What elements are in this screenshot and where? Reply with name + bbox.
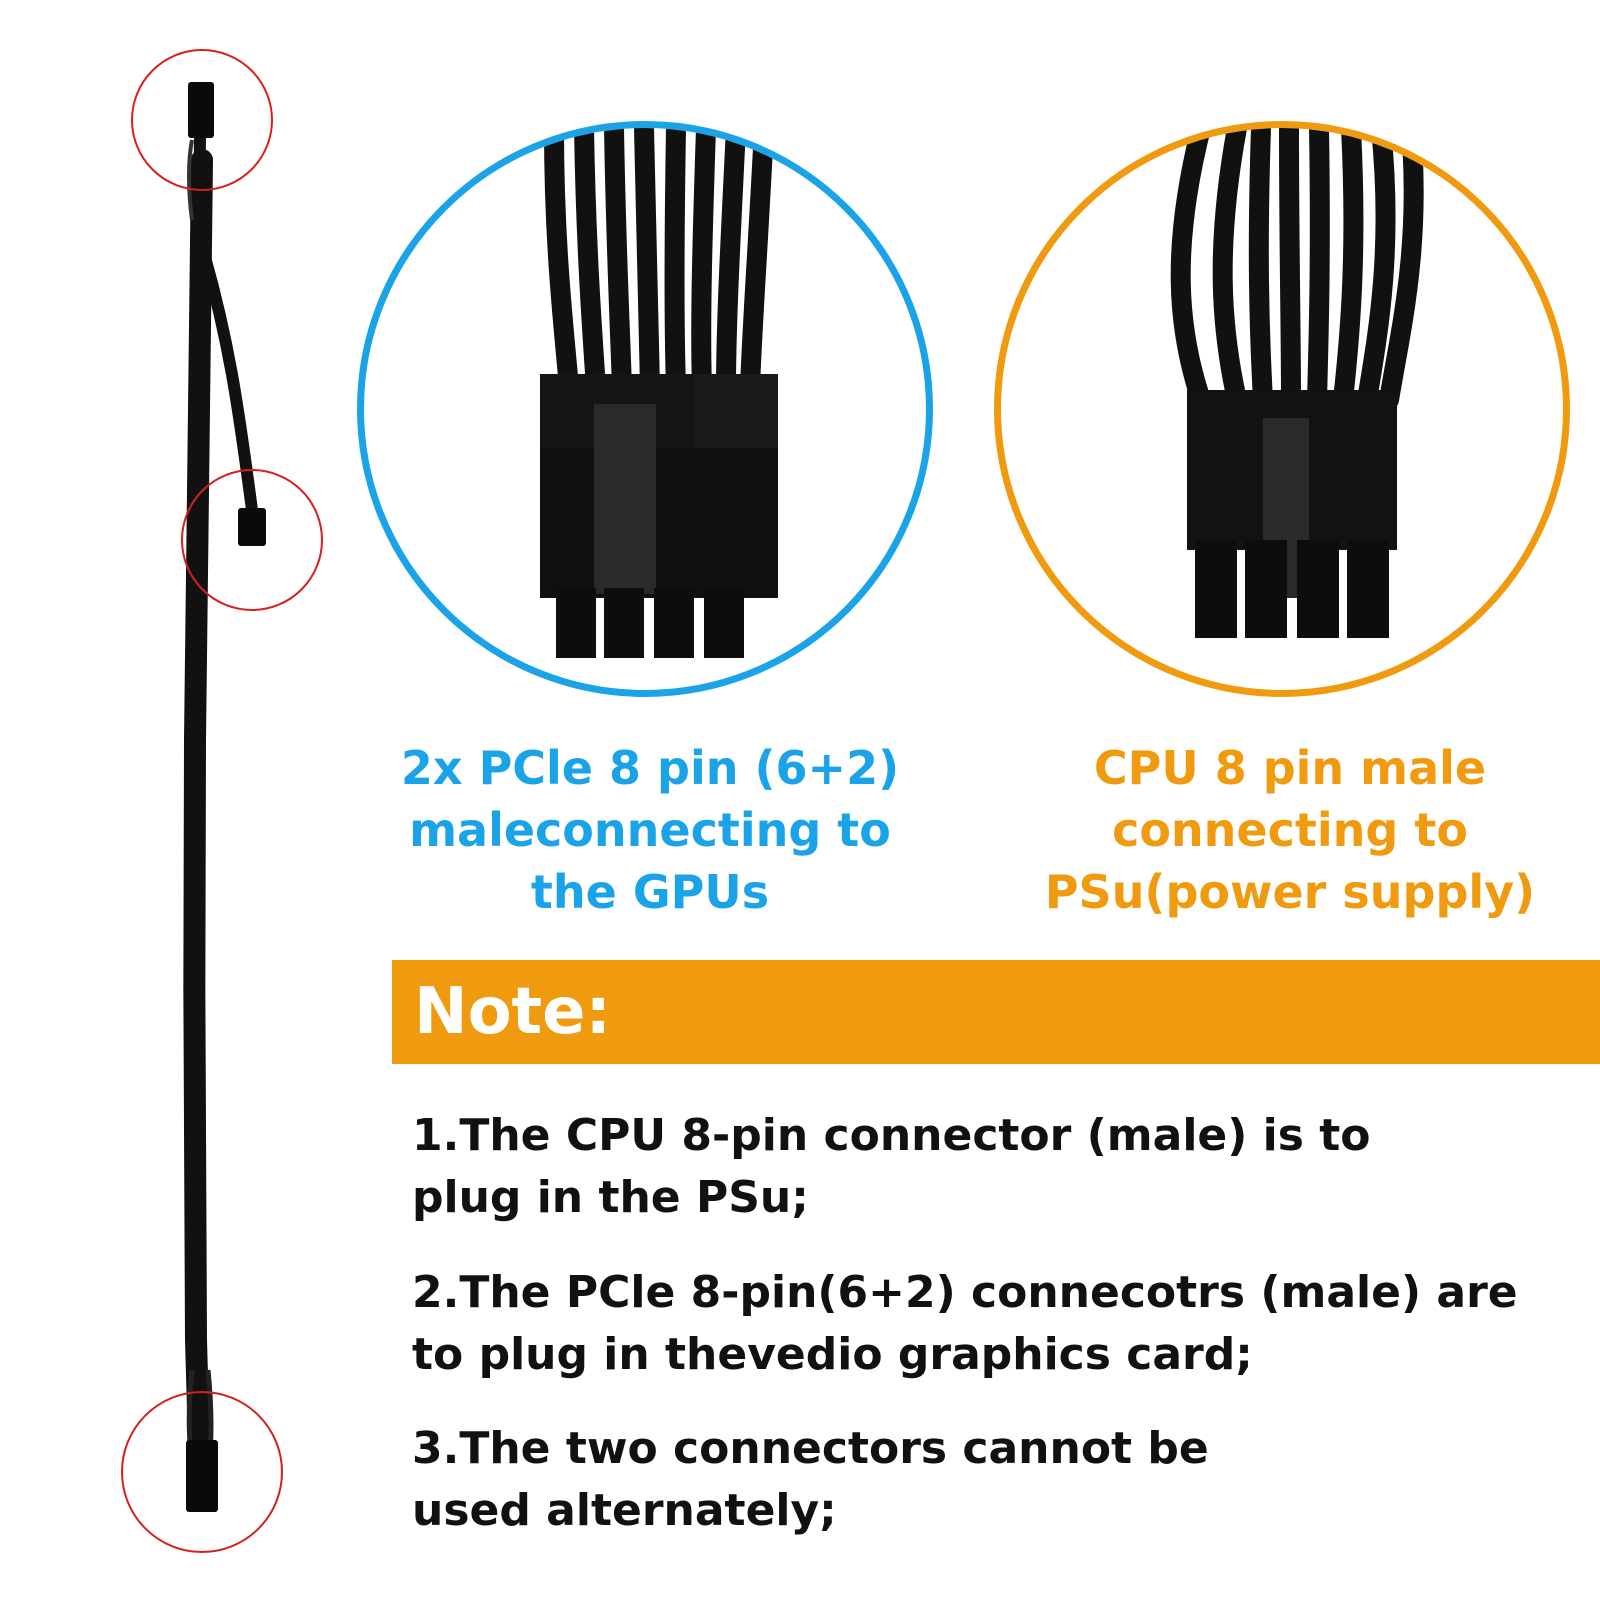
cable-branch-top-thin [187,139,194,221]
note-item-2-line-2: to plug in thevedio graphics card; [412,1329,1253,1380]
gpu-connector-caption: 2x PCle 8 pin (6+2) maleconnecting to th… [380,737,920,923]
psu-caption-line-1: CPU 8 pin male [1093,741,1487,795]
highlight-ring-bottom [121,1391,283,1553]
psu-connector-caption: CPU 8 pin male connecting to PSu(power s… [1000,737,1580,923]
cable-branch-middle [194,238,258,511]
top-connector [188,82,214,138]
note-item-1: 1.The CPU 8-pin connector (male) is to p… [412,1105,1582,1229]
note-title: Note: [414,975,612,1049]
psu-caption-line-2: connecting to [1112,803,1468,857]
gpu-caption-line-1: 2x PCle 8 pin (6+2) [400,741,900,795]
psu-caption-line-3: PSu(power supply) [1044,865,1536,919]
note-item-2-line-1: 2.The PCle 8-pin(6+2) connecotrs (male) … [412,1267,1518,1318]
highlight-ring-top [131,49,273,191]
cable-branch-top [190,129,206,221]
note-banner: Note: [392,960,1600,1064]
gpu-caption-line-2: maleconnecting to [409,803,891,857]
cpu-connector-icon [1170,128,1424,638]
note-item-3-line-2: used alternately; [412,1485,837,1536]
highlight-ring-middle [181,469,323,611]
psu-connector-zoom [994,121,1570,697]
gpu-caption-line-3: the GPUs [530,865,770,919]
cable-main [183,149,213,1491]
pcie-connector-icon [540,128,778,658]
note-item-3: 3.The two connectors cannot be used alte… [412,1418,1582,1542]
bottom-connector [186,1440,218,1512]
cable-photo-icon [121,49,323,1553]
gpu-connector-zoom [357,121,933,697]
middle-connector [238,508,266,546]
note-item-3-line-1: 3.The two connectors cannot be [412,1423,1209,1474]
note-item-1-line-1: 1.The CPU 8-pin connector (male) is to [412,1110,1371,1161]
note-item-1-line-2: plug in the PSu; [412,1172,809,1223]
note-item-2: 2.The PCle 8-pin(6+2) connecotrs (male) … [412,1262,1582,1386]
